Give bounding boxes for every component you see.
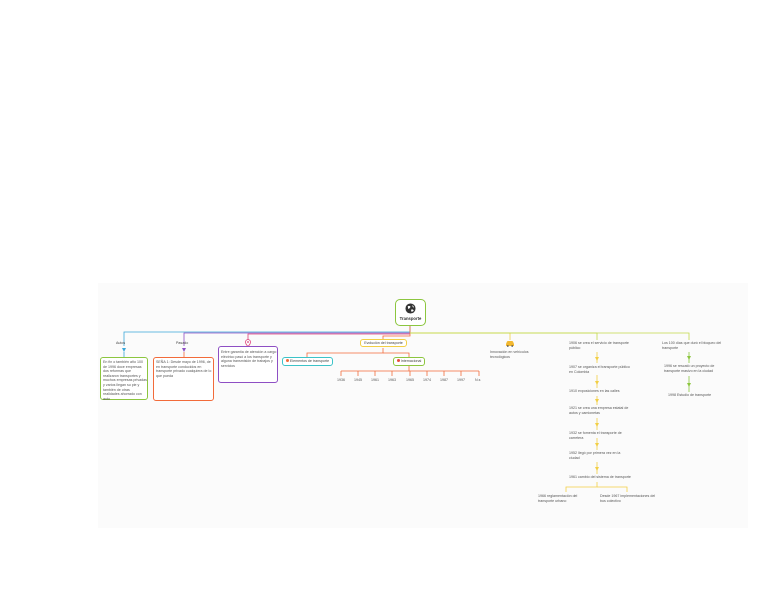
timeline-arrows	[595, 357, 599, 471]
branch-line-purple	[247, 333, 410, 340]
pasado-label: Pasado	[176, 341, 189, 345]
branch-line-car	[410, 332, 511, 340]
year-2: 1961	[371, 378, 379, 382]
timeline-leaf-left: 1966 reglamentación del transporte urban…	[538, 494, 578, 503]
purple-box[interactable]: Entre garantía de atención a cargo eléct…	[218, 346, 278, 383]
autos-label: Autos	[116, 341, 126, 345]
year-5: 1974	[423, 378, 431, 382]
car-icon	[506, 341, 514, 347]
last-item-2: 1998 Estudio de transporte	[668, 393, 712, 397]
year-6: 1987	[440, 378, 448, 382]
timeline-item-6: 1961 cambio del sistema de transporte	[569, 475, 631, 479]
year-8: N.s	[475, 378, 481, 382]
year-0: 1936	[337, 378, 345, 382]
root-node[interactable]: Transporte	[395, 299, 426, 326]
timeline-item-2: 1910 exposiciones en las calles	[569, 389, 620, 393]
center-label[interactable]: Evolución del transporte	[360, 339, 407, 347]
timeline-item-5: 1952 llegó por primera vez en la ciudad	[569, 451, 621, 460]
branch-line-last	[410, 332, 690, 340]
center-right-node[interactable]: Internacional	[393, 357, 425, 366]
timeline-item-1: 1907 se organiza el transporte público e…	[569, 365, 630, 374]
center-left-text: Elementos de transporte	[289, 359, 330, 363]
globe-icon	[405, 303, 416, 314]
branch-line-pasado	[183, 332, 410, 346]
timeline-item-4: 1932 se fomenta el transporte de carrete…	[569, 431, 622, 440]
branch-line-timeline	[410, 332, 598, 340]
branch-line-center	[382, 326, 411, 340]
last-arrows	[687, 356, 691, 387]
year-7: 1997	[457, 378, 465, 382]
autos-box[interactable]: En fin o también año 100 de 1996 doce em…	[100, 357, 148, 401]
timeline-leaf-right: Desde 1967 implementaciones del bus cole…	[600, 494, 656, 503]
year-4: 1965	[406, 378, 414, 382]
pasado-box[interactable]: SEÑA 1: Desde mayo de 1996, de en transp…	[153, 357, 214, 401]
center-left-node[interactable]: Elementos de transporte	[282, 357, 333, 366]
autos-text: En fin o también año 100 de 1996 doce em…	[103, 360, 147, 401]
purple-text: Entre garantía de atención a cargo eléct…	[221, 350, 277, 368]
timeline-item-0: 1906 se crea el servicio de transporte p…	[569, 341, 629, 350]
car-text: Innovación en vehículos tecnológicos	[490, 350, 529, 359]
root-title: Transporte	[399, 316, 422, 321]
center-right-text: Internacional	[400, 359, 422, 363]
timeline-item-3: 1921 se crea una empresa estatal de auto…	[569, 406, 629, 415]
last-item-0: Los 100 días que duró el bloqueo del tra…	[662, 341, 722, 350]
year-1: 1945	[354, 378, 362, 382]
pasado-text: SEÑA 1: Desde mayo de 1996, de en transp…	[156, 360, 212, 378]
flag-icon	[396, 359, 400, 362]
pin-icon	[285, 359, 289, 362]
last-item-1: 1996 se rescató un proyecto de transport…	[664, 364, 715, 373]
year-3: 1963	[388, 378, 396, 382]
